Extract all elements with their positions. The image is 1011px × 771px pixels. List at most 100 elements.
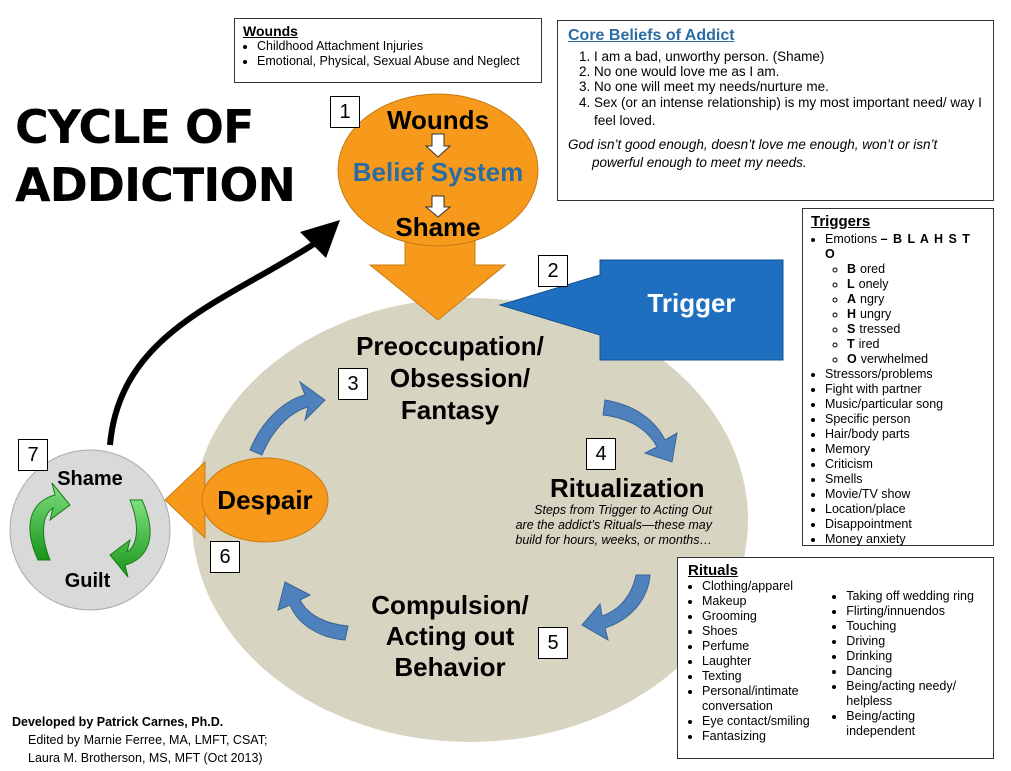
emotion-letter: A	[847, 292, 857, 306]
ritual-item: Dancing	[846, 664, 983, 679]
core-beliefs-note: God isn’t good enough, doesn’t love me e…	[568, 137, 938, 170]
emotion-letter: L	[847, 277, 855, 291]
credits-editor: Laura M. Brotherson, MS, MFT (Oct 2013)	[28, 751, 263, 765]
trigger-item: Stressors/problems	[825, 367, 985, 382]
return-arrowhead	[300, 220, 340, 258]
stage-number-4: 4	[586, 438, 616, 470]
trigger-item: Hair/body parts	[825, 427, 985, 442]
emotion-letter: O	[847, 352, 857, 366]
compulsion-line: Behavior	[394, 652, 506, 682]
preoccupation-line: Preoccupation/	[356, 331, 544, 361]
rituals-heading: Rituals	[688, 562, 739, 579]
ritual-item: Taking off wedding ring	[846, 589, 983, 604]
trigger-arrow	[498, 259, 784, 361]
ritual-item: Drinking	[846, 649, 983, 664]
stage-number-5: 5	[538, 627, 568, 659]
ritualization-desc-line: build for hours, weeks, or months…	[515, 533, 712, 547]
ritual-item: Being/acting independent	[846, 709, 983, 739]
emotion-rest: ired	[858, 337, 880, 351]
core-beliefs-heading: Core Beliefs of Addict	[568, 27, 735, 44]
wounds-label: Wounds	[386, 105, 490, 135]
green-cycle-arrow	[29, 482, 71, 561]
trigger-item: Fight with partner	[825, 382, 985, 397]
core-beliefs-box: Core Beliefs of Addict I am a bad, unwor…	[557, 20, 994, 201]
trigger-item: Disappointment	[825, 517, 985, 532]
emotion-letter: H	[847, 307, 857, 321]
ritual-item: Shoes	[702, 624, 822, 639]
wounds-box: Wounds Childhood Attachment Injuries Emo…	[234, 18, 542, 83]
trigger-item: Location/place	[825, 502, 985, 517]
core-belief-item: Sex (or an intense relationship) is my m…	[594, 94, 983, 130]
trigger-item: Smells	[825, 472, 985, 487]
wounds-item: Childhood Attachment Injuries	[257, 39, 533, 54]
small-down-arrow	[424, 133, 452, 158]
core-belief-item: No one will meet my needs/nurture me.	[594, 79, 983, 94]
ritual-item: Grooming	[702, 609, 822, 624]
shame-cycle-label: Shame	[57, 468, 123, 490]
emotion-rest: tressed	[859, 322, 901, 336]
ritual-item: Touching	[846, 619, 983, 634]
compulsion-line: Acting out	[385, 621, 515, 651]
page-title: CYCLE OF ADDICTION	[15, 98, 296, 214]
stage-number-1: 1	[330, 96, 360, 128]
return-arrow	[107, 237, 322, 446]
ritual-item: Fantasizing	[702, 729, 822, 744]
trigger-item: Music/particular song	[825, 397, 985, 412]
stage-number-3: 3	[338, 368, 368, 400]
guilt-label: Guilt	[64, 570, 111, 592]
ritualization-label: Ritualization	[550, 473, 705, 503]
core-belief-item: I am a bad, unworthy person. (Shame)	[594, 49, 983, 64]
shame-label: Shame	[395, 212, 481, 242]
green-cycle-arrow	[109, 499, 151, 578]
ritualization-desc-line: are the addict’s Rituals—these may	[515, 518, 712, 532]
triggers-box: Triggers Emotions – B L A H S T O BoredL…	[802, 208, 994, 546]
trigger-item: Movie/TV show	[825, 487, 985, 502]
ritual-item: Perfume	[702, 639, 822, 654]
cycle-arrows	[249, 380, 678, 642]
trigger-item: Money anxiety	[825, 532, 985, 547]
ritual-item: Clothing/apparel	[702, 579, 822, 594]
ritualization-desc-line: Steps from Trigger to Acting Out	[534, 503, 712, 517]
trigger-item: Specific person	[825, 412, 985, 427]
ritual-item: Being/acting needy/ helpless	[846, 679, 983, 709]
emotion-letter: S	[847, 322, 856, 336]
stage-number-2: 2	[538, 255, 568, 287]
despair-label: Despair	[217, 485, 313, 515]
emotion-rest: onely	[858, 277, 889, 291]
small-down-arrow	[424, 195, 452, 218]
emotions-code: – B L A H S T O	[825, 232, 971, 261]
down-arrow	[368, 239, 507, 321]
ritual-item: Makeup	[702, 594, 822, 609]
emotions-label: Emotions	[825, 232, 878, 246]
despair-arrow	[164, 460, 206, 540]
wounds-heading: Wounds	[243, 23, 298, 39]
compulsion-label: Compulsion/ Acting out Behavior	[340, 590, 560, 683]
ritual-item: Flirting/innuendos	[846, 604, 983, 619]
rituals-box: Rituals Clothing/apparelMakeupGroomingSh…	[677, 557, 994, 759]
emotion-rest: ored	[860, 262, 886, 276]
credits-editor: Edited by Marnie Ferree, MA, LMFT, CSAT;	[28, 733, 268, 747]
ritual-item: Texting	[702, 669, 822, 684]
triggers-heading: Triggers	[811, 213, 871, 230]
credits-developer: Developed by Patrick Carnes, Ph.D.	[12, 715, 224, 729]
ritual-item: Laughter	[702, 654, 822, 669]
trigger-item: Criticism	[825, 457, 985, 472]
stage-number-6: 6	[210, 541, 240, 573]
wounds-item: Emotional, Physical, Sexual Abuse and Ne…	[257, 54, 533, 69]
preoccupation-line: Obsession/	[389, 363, 531, 393]
trigger-label: Trigger	[647, 288, 736, 318]
title-line-1: CYCLE OF	[15, 100, 254, 154]
trigger-emotions: Emotions – B L A H S T O BoredLonelyAngr…	[825, 232, 985, 367]
emotion-letter: B	[847, 262, 857, 276]
ritualization-description: Steps from Trigger to Acting Out are the…	[470, 503, 712, 548]
preoccupation-label: Preoccupation/ Obsession/ Fantasy	[330, 330, 570, 426]
shame-guilt-circle	[9, 449, 171, 611]
emotion-rest: ungry	[860, 307, 892, 321]
emotion-rest: verwhelmed	[860, 352, 929, 366]
